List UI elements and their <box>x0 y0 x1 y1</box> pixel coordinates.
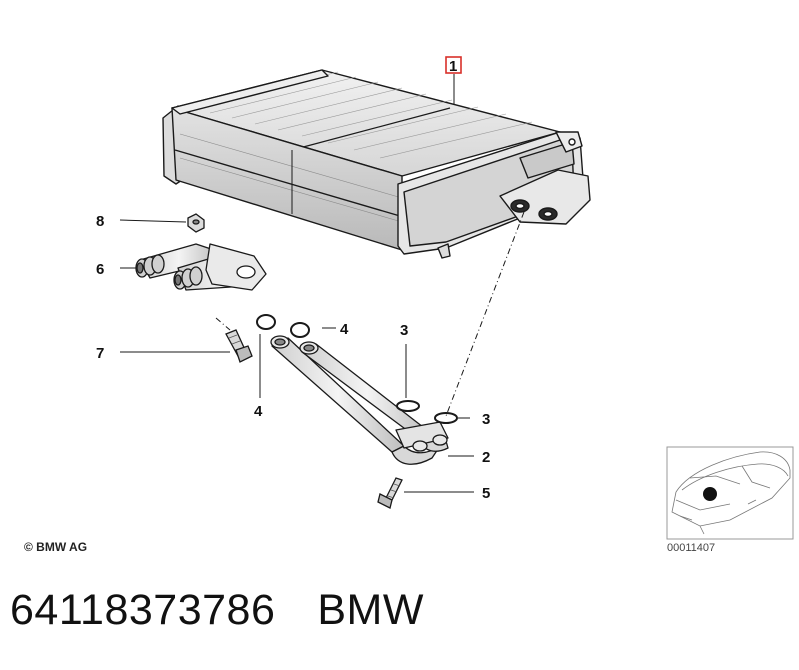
callout-1: 1 <box>449 58 457 75</box>
callout-3a: 3 <box>400 322 408 339</box>
brand-name: BMW <box>317 586 424 634</box>
callout-6: 6 <box>96 261 104 278</box>
footer: 64118373786 BMW <box>10 586 424 635</box>
callout-5: 5 <box>482 485 490 502</box>
location-dot <box>703 487 717 501</box>
callout-4b: 4 <box>254 403 263 420</box>
bolt-7 <box>225 329 253 363</box>
callout-8: 8 <box>96 213 104 230</box>
vehicle-locator-thumbnail <box>666 446 794 540</box>
callout-3b: 3 <box>482 411 490 428</box>
callout-7: 7 <box>96 345 104 362</box>
part-number: 64118373786 <box>10 586 276 634</box>
o-ring-4b <box>290 322 310 338</box>
bolt-5 <box>377 477 403 509</box>
thumbnail-code: 00011407 <box>667 542 716 554</box>
callout-4a: 4 <box>340 321 349 338</box>
o-ring-4a <box>256 314 276 330</box>
heater-core <box>162 69 591 259</box>
o-ring-3a <box>396 400 420 412</box>
pipe-assembly <box>270 335 449 465</box>
leader-lines <box>119 74 525 493</box>
callout-2: 2 <box>482 449 490 466</box>
o-rings <box>256 314 458 424</box>
callout-1-highlight <box>445 56 462 74</box>
copyright-notice: © BMW AG <box>24 540 88 554</box>
hose-connector <box>135 243 267 291</box>
o-ring-3b <box>434 412 458 424</box>
nut-8 <box>187 213 205 233</box>
